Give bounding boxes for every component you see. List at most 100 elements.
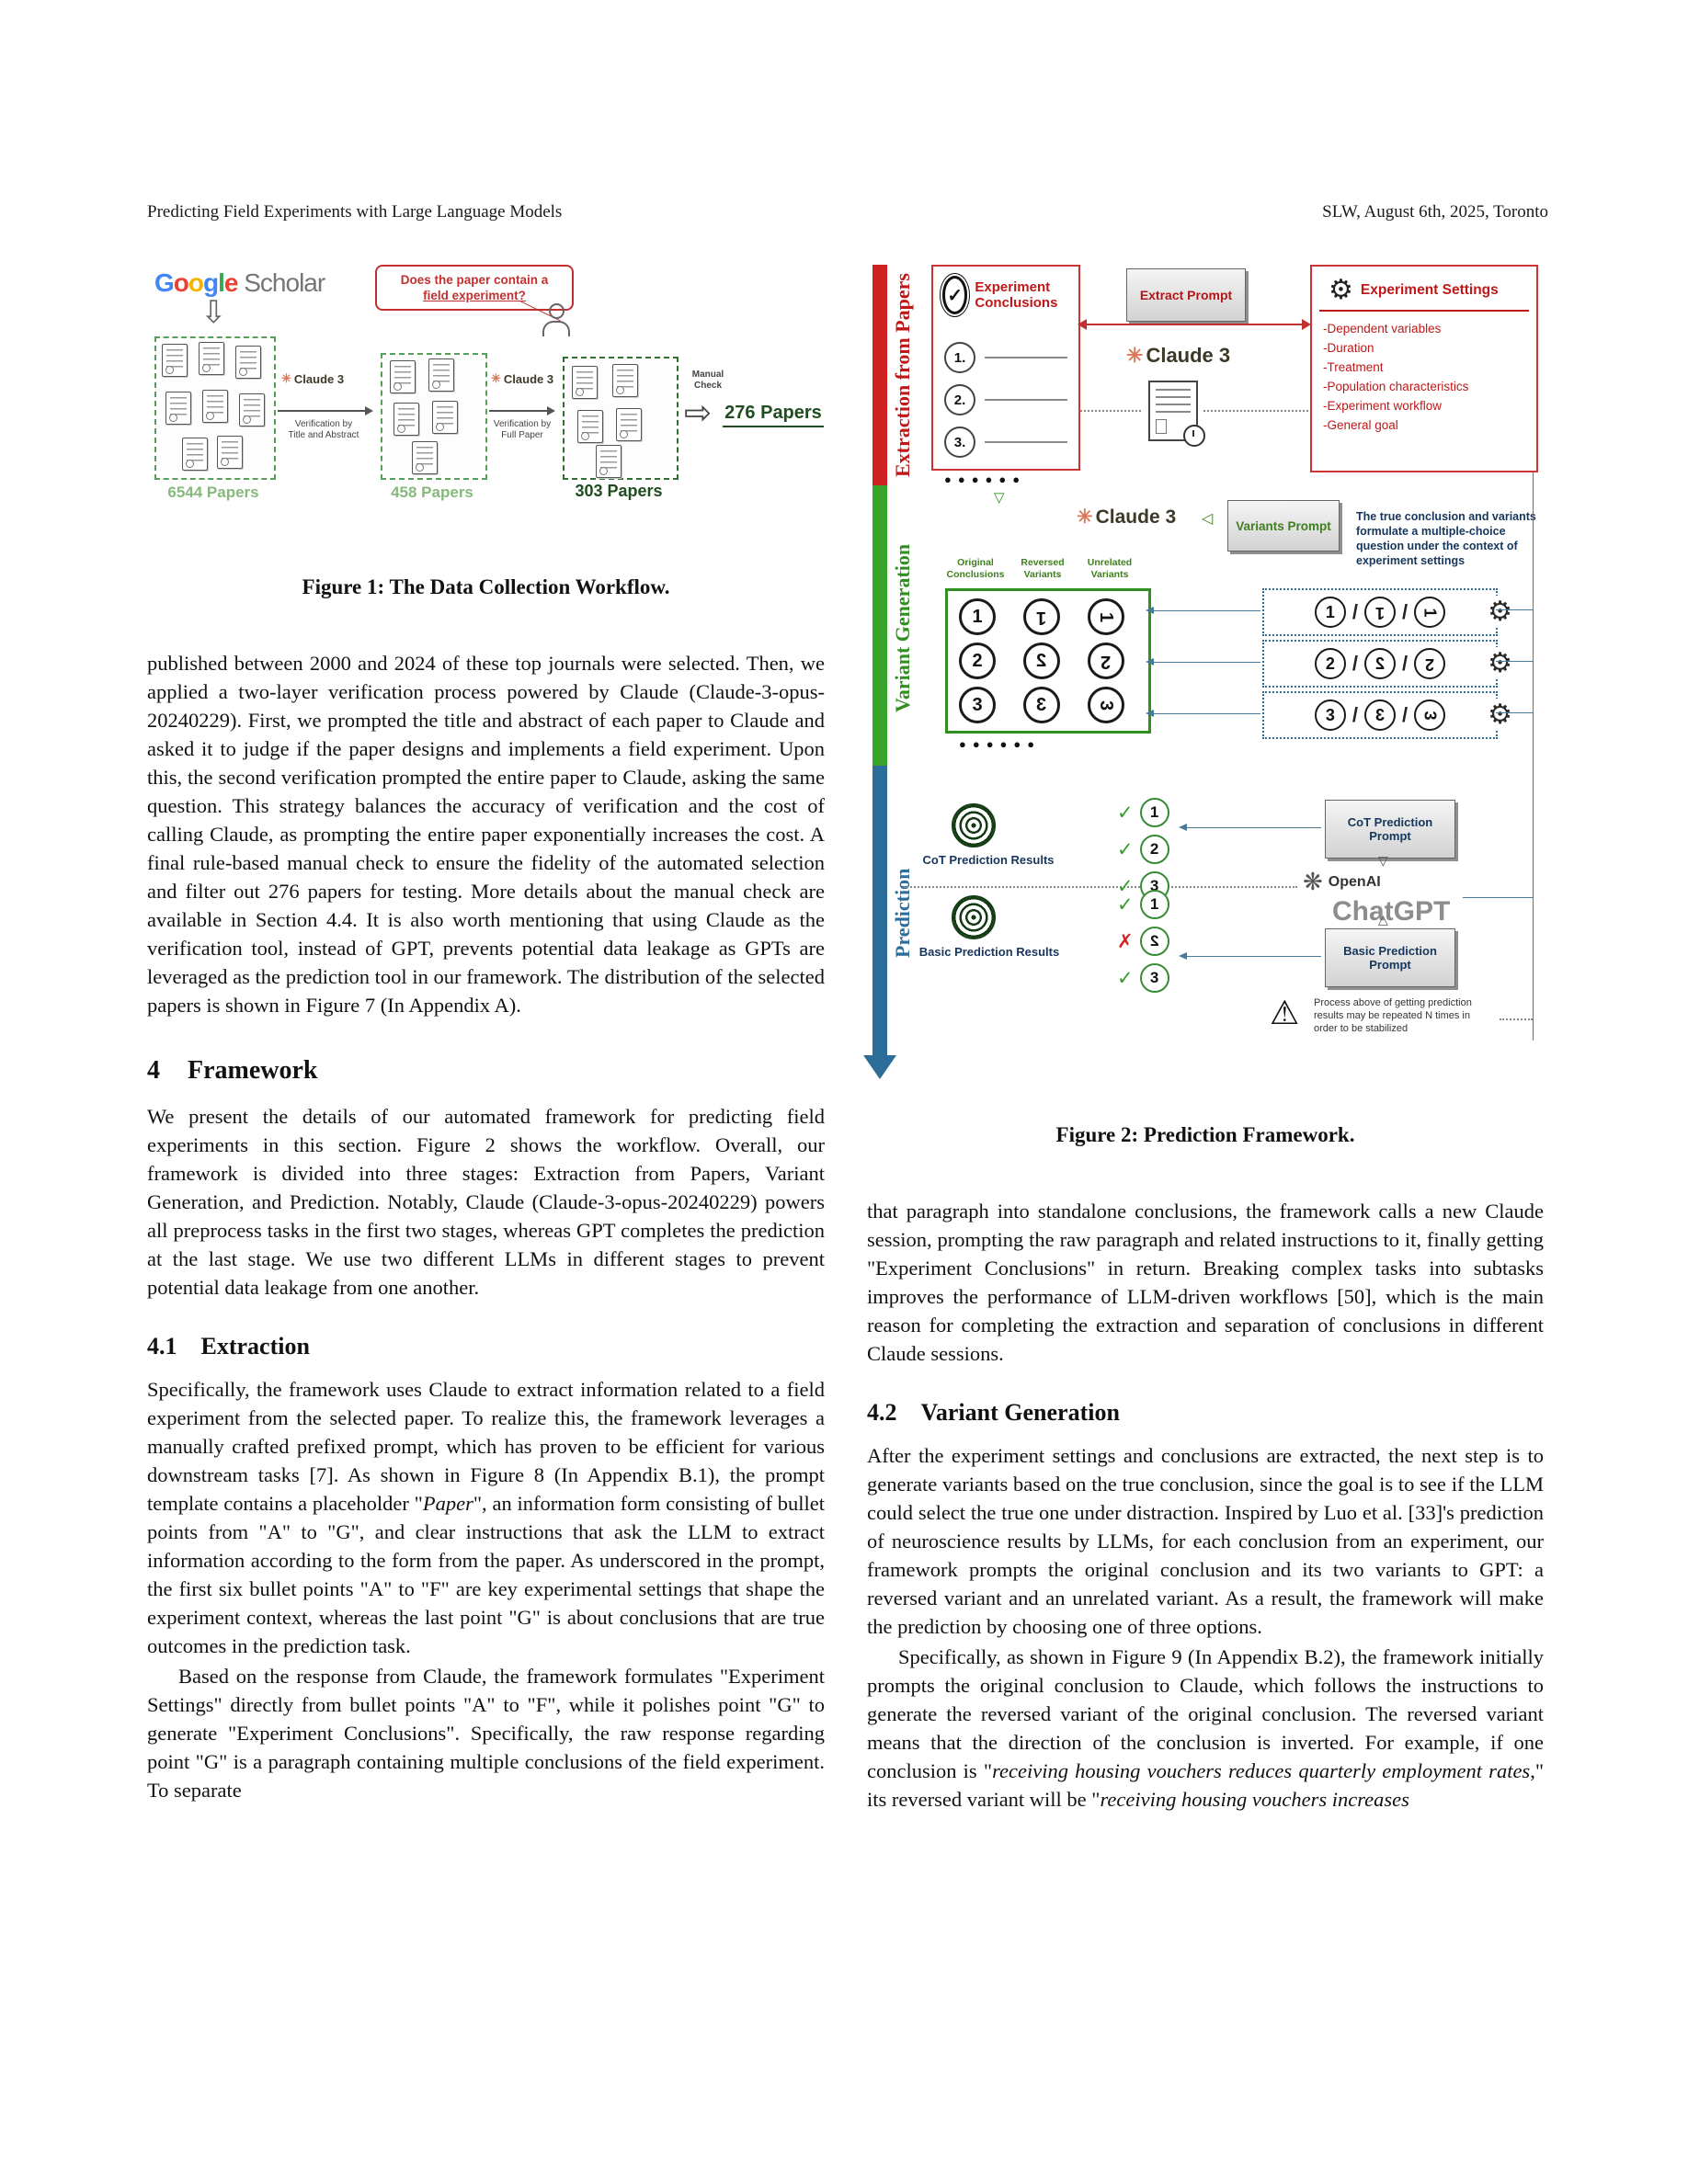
section-title: Extraction: [200, 1333, 310, 1359]
basic-result-1: ✓ 1: [1117, 890, 1169, 919]
basic-prediction-prompt-box: Basic Prediction Prompt: [1325, 928, 1455, 987]
body-paragraph: that paragraph into standalone conclusio…: [867, 1200, 1544, 1365]
papers-count-276: 276 Papers: [723, 403, 824, 427]
section-4-heading: 4 Framework: [147, 1056, 825, 1086]
connector-stub: [1463, 897, 1533, 898]
settings-item: -Experiment workflow: [1323, 399, 1443, 413]
papers-count-303: 303 Papers: [575, 482, 663, 500]
section-number: 4: [147, 1056, 160, 1085]
field-experiment-question-bubble: Does the paper contain a field experimen…: [375, 265, 574, 311]
check-icon: ✓: [1117, 802, 1134, 824]
cot-result-2: ✓ 2: [1117, 835, 1169, 864]
claude3-logo: ✳ Claude 3: [1077, 506, 1177, 529]
basic-result-2: ✗ 2: [1117, 927, 1169, 956]
settings-item: -General goal: [1323, 418, 1398, 432]
ellipsis-dots: ●●●●●●: [944, 472, 1027, 486]
connector-line: [1179, 952, 1321, 960]
claude-star-icon: ✳: [281, 371, 291, 385]
settings-item: -Dependent variables: [1323, 322, 1442, 336]
connector-line: [1146, 710, 1260, 717]
check-icon: ✓: [1117, 838, 1134, 860]
google-scholar-logo: Google Scholar: [154, 268, 325, 297]
reversed-1: 1: [1023, 598, 1060, 635]
conclusion-3-number: 3.: [944, 427, 975, 458]
figure2-caption: Figure 2: Prediction Framework.: [1055, 1123, 1355, 1146]
mcq-note: The true conclusion and variants formula…: [1356, 510, 1536, 567]
warning-icon: ⚠: [1270, 994, 1300, 1031]
conclusion-line: [985, 441, 1067, 443]
down-triangle-icon: ▽: [1378, 853, 1388, 868]
unrelated-1: 1: [1088, 598, 1124, 635]
up-triangle-icon: △: [1378, 912, 1388, 927]
running-header: Predicting Field Experiments with Large …: [147, 202, 1548, 222]
body-paragraph: We present the details of our automated …: [147, 1105, 825, 1299]
section-number: 4.1: [147, 1333, 177, 1359]
verification-2-label: Verification by Full Paper: [493, 419, 552, 440]
body-paragraph: published between 2000 and 2024 of these…: [147, 652, 825, 1017]
settings-item: -Duration: [1323, 341, 1374, 355]
unrelated-3: 3: [1088, 687, 1124, 723]
flow-arrow-2: [489, 406, 555, 415]
paper-document-icon: [1148, 381, 1205, 447]
figure2-diagram: Extraction from Papers Variant Generatio…: [863, 265, 1544, 1099]
body-paragraph: After the experiment settings and conclu…: [867, 1444, 1544, 1638]
experiment-settings-list: -Dependent variables -Duration -Treatmen…: [1312, 312, 1536, 442]
extract-prompt-box: Extract Prompt: [1126, 268, 1246, 322]
stage-label-extraction: Extraction from Papers: [891, 273, 914, 477]
papers-count-458: 458 Papers: [391, 483, 473, 501]
dotted-connector: [1203, 410, 1308, 412]
left-column: Google Scholar ⇩ Does the paper contain …: [147, 265, 825, 1806]
section-4-2-heading: 4.2 Variant Generation: [867, 1399, 1544, 1427]
paper-stack-303: [563, 357, 679, 480]
openai-name: OpenAI: [1328, 873, 1381, 890]
figure1-caption: Figure 1: The Data Collection Workflow.: [302, 575, 670, 598]
paper-stack-6544: [154, 336, 276, 480]
stage-bar-extraction: [873, 265, 887, 485]
cot-prediction-prompt-box: CoT Prediction Prompt: [1325, 800, 1455, 859]
connector-line: [1146, 607, 1260, 614]
body-paragraph: Based on the response from Claude, the f…: [147, 1665, 825, 1802]
unrelated-2: 2: [1088, 643, 1124, 679]
mcq-box-2: 2/ 2/ 2 ⚙: [1262, 640, 1512, 688]
flow-arrow-1: [278, 406, 373, 415]
experiment-conclusions-title: Experiment Conclusions: [975, 279, 1058, 311]
experiment-settings-box: ⚙ Experiment Settings -Dependent variabl…: [1310, 265, 1538, 472]
basic-results-label: Basic Prediction Results: [918, 945, 1060, 959]
papers-count-6544: 6544 Papers: [167, 483, 259, 501]
claude3-logo: ✳ Claude 3: [281, 371, 345, 386]
down-arrow-icon: ⇩: [200, 295, 227, 330]
section-title: Variant Generation: [920, 1399, 1120, 1426]
chatgpt-wordmark: ChatGPT: [1332, 896, 1451, 927]
original-1: 1: [959, 598, 996, 635]
ellipsis-dots: ●●●●●●: [959, 737, 1042, 751]
conclusion-1-number: 1.: [944, 342, 975, 373]
stage-bar-arrowhead: [863, 1055, 896, 1079]
stabilization-note: Process above of getting prediction resu…: [1314, 997, 1472, 1034]
settings-item: -Treatment: [1323, 360, 1384, 374]
right-connector-line: [1533, 471, 1534, 1041]
conclusion-2-number: 2.: [944, 384, 975, 415]
experiment-settings-title: Experiment Settings: [1360, 281, 1499, 298]
person-icon: [542, 303, 570, 336]
gear-icon: ⚙: [1488, 699, 1512, 731]
running-header-left: Predicting Field Experiments with Large …: [147, 202, 563, 222]
reversed-2: 2: [1023, 643, 1060, 679]
section-number: 4.2: [867, 1399, 897, 1426]
check-circle-icon: ✓: [942, 276, 968, 314]
gear-icon: ⚙: [1329, 275, 1353, 305]
gear-icon: ⚙: [1488, 596, 1512, 628]
section-4-1-heading: 4.1 Extraction: [147, 1333, 825, 1360]
stage-label-variant: Variant Generation: [891, 543, 914, 712]
settings-item: -Population characteristics: [1323, 380, 1469, 393]
down-triangle-icon: ▽: [994, 490, 1005, 506]
connector-line: [1179, 824, 1321, 831]
original-3: 3: [959, 687, 996, 723]
stage-bar-prediction: [873, 766, 887, 1055]
mcq-box-3: 3/ 3/ 3 ⚙: [1262, 691, 1512, 739]
claude-star-icon: ✳: [491, 371, 501, 385]
connector-stub: [1496, 712, 1533, 713]
gear-icon: ⚙: [1488, 647, 1512, 679]
